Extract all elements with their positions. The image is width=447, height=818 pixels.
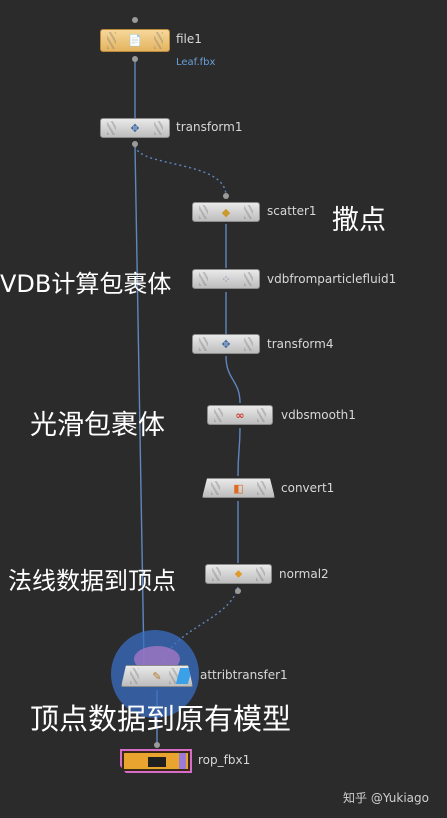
rop-icon — [148, 757, 166, 767]
node-label-vdbsmooth1: vdbsmooth1 — [281, 408, 356, 422]
input-connector[interactable] — [223, 193, 229, 199]
node-vdbsmooth1[interactable]: ∞ — [207, 405, 273, 425]
scatter-icon: ◆ — [221, 205, 231, 219]
convert-icon: ◧ — [233, 481, 244, 495]
output-connector[interactable] — [132, 141, 138, 147]
annotation-scatter: 撒点 — [332, 205, 386, 236]
transform-icon: ✥ — [130, 121, 140, 135]
node-label-file1: file1 — [176, 32, 202, 46]
node-rop_fbx1[interactable] — [120, 749, 192, 773]
node-normal2[interactable]: ⬥ — [205, 564, 272, 584]
rop-flag[interactable] — [179, 753, 186, 769]
node-transform1[interactable]: ✥ — [100, 118, 170, 138]
transform-icon: ✥ — [221, 337, 231, 351]
normal-icon: ⬥ — [234, 567, 243, 580]
node-label-vdbfromparticlefluid1: vdbfromparticlefluid1 — [267, 272, 397, 286]
node-convert1[interactable]: ◧ — [202, 478, 275, 498]
node-label-transform4: transform4 — [267, 337, 334, 351]
annotation-vdb: VDB计算包裹体 — [0, 270, 172, 298]
annotation-normal: 法线数据到顶点 — [8, 567, 176, 595]
file-icon: 📄 — [128, 34, 142, 47]
node-label-attribtransfer1: attribtransfer1 — [200, 668, 288, 682]
node-label-normal2: normal2 — [279, 567, 329, 581]
node-label-rop_fbx1: rop_fbx1 — [198, 753, 251, 767]
node-label-scatter1: scatter1 — [267, 204, 317, 218]
node-file1[interactable]: 📄 — [100, 29, 170, 52]
node-scatter1[interactable]: ◆ — [192, 202, 260, 222]
output-connector[interactable] — [235, 588, 241, 594]
node-label-convert1: convert1 — [281, 481, 335, 495]
input-connector[interactable] — [132, 17, 138, 23]
annotation-smooth: 光滑包裹体 — [30, 410, 165, 441]
node-vdbfromparticlefluid1[interactable]: ⁘ — [192, 269, 260, 289]
node-sublabel-file1: Leaf.fbx — [176, 57, 216, 68]
watermark: 知乎 @Yukiago — [343, 791, 429, 805]
node-label-transform1: transform1 — [176, 120, 243, 134]
input-connector[interactable] — [154, 742, 160, 748]
node-attribtransfer1[interactable]: ✎ — [121, 665, 193, 687]
vdb-particle-icon: ⁘ — [221, 272, 231, 286]
node-transform4[interactable]: ✥ — [192, 334, 260, 354]
annotation-transfer: 顶点数据到原有模型 — [30, 702, 292, 736]
vdb-smooth-icon: ∞ — [235, 408, 245, 422]
attribtransfer-icon: ✎ — [152, 669, 162, 683]
output-connector[interactable] — [132, 56, 138, 62]
